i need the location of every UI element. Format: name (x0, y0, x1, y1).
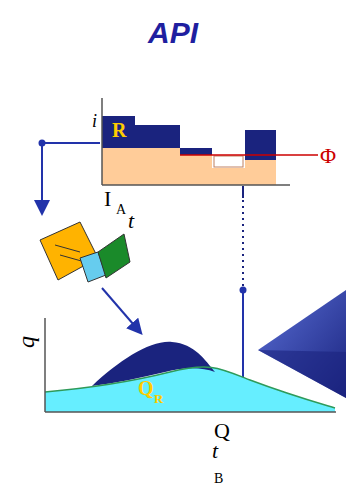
axis-label: t (128, 210, 134, 232)
notch (214, 156, 243, 167)
dotted-line (242, 200, 244, 288)
leader-line (242, 186, 244, 198)
axis-label: t (212, 440, 218, 462)
flow-label: Q (214, 420, 230, 442)
abstraction-label: I (104, 188, 111, 210)
subscript: R (154, 392, 163, 405)
rain-bar (180, 148, 212, 155)
phi-line (180, 154, 318, 156)
rain-label: R (112, 120, 126, 140)
leader-line (102, 288, 140, 332)
axis-label: i (92, 112, 97, 130)
base-flow-area (45, 367, 335, 412)
axis-label: q (14, 336, 38, 348)
axis (101, 98, 103, 185)
book-page (98, 234, 130, 278)
loss-label: Φ (320, 145, 336, 167)
subscript: A (116, 203, 126, 217)
leader-line (41, 143, 43, 212)
big-arrow (258, 290, 346, 398)
axis (102, 184, 290, 186)
title: API (148, 18, 198, 48)
flow-curve (45, 367, 335, 408)
panel-letter: B (214, 472, 223, 486)
page-arrow (55, 245, 80, 252)
rain-bar (135, 125, 180, 148)
axis (44, 318, 46, 412)
axis (45, 411, 336, 413)
runoff-label: Q (138, 378, 154, 398)
big-arrow-shade (258, 350, 346, 398)
rain-bar (102, 116, 135, 148)
leader-line (42, 142, 100, 144)
